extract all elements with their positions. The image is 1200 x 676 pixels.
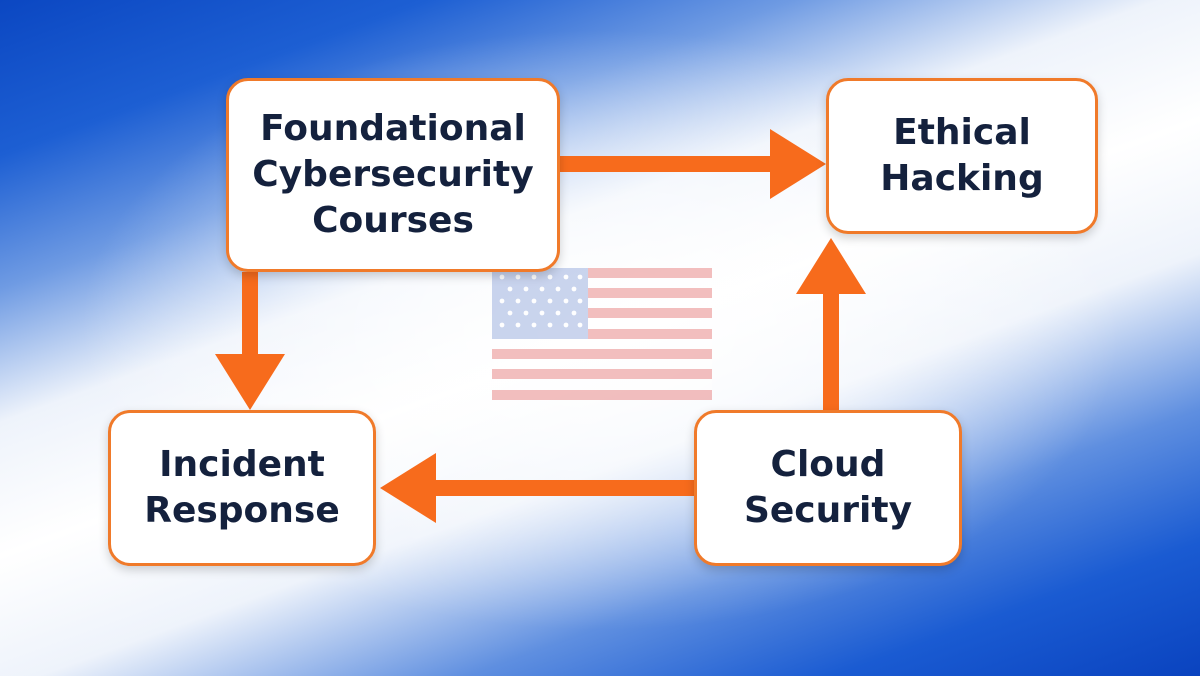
node-label: Ethical Hacking bbox=[880, 112, 1044, 199]
node-cloud-security: Cloud Security bbox=[694, 410, 962, 566]
node-label: Incident Response bbox=[144, 444, 340, 531]
node-ethical-hacking: Ethical Hacking bbox=[826, 78, 1098, 234]
arrow-head-foundational-to-incident bbox=[215, 354, 285, 410]
node-label: Cloud Security bbox=[743, 444, 913, 531]
node-incident-response: Incident Response bbox=[108, 410, 376, 566]
arrow-head-cloud-to-ethical bbox=[796, 238, 866, 294]
arrow-head-cloud-to-incident bbox=[380, 453, 436, 523]
node-label: Foundational Cybersecurity Courses bbox=[252, 108, 534, 241]
us-flag-icon bbox=[492, 268, 712, 400]
node-foundational-cybersecurity-courses: Foundational Cybersecurity Courses bbox=[226, 78, 560, 272]
arrow-head-foundational-to-ethical bbox=[770, 129, 826, 199]
